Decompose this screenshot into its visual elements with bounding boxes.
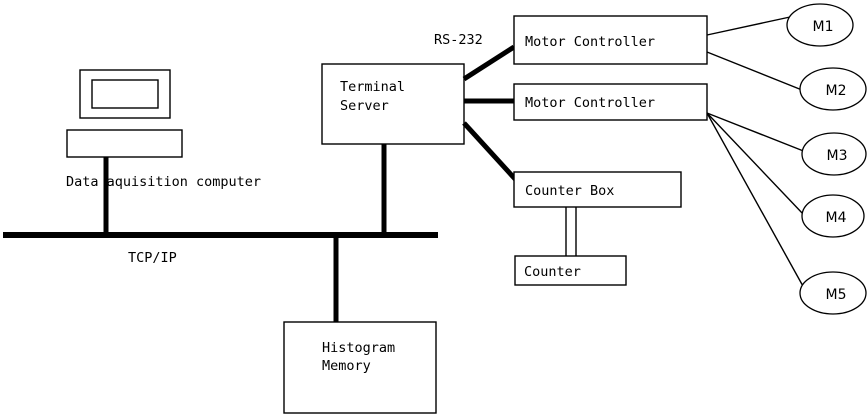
node-histogram-memory[interactable]: Histogram Memory (283, 235, 437, 414)
m4-label: M4 (826, 210, 847, 226)
tcpip-bus-label: TCP/IP (128, 250, 177, 266)
link-motor-controller-2-to-m5 (706, 112, 805, 289)
counter-rect (514, 255, 627, 286)
m4-ellipse (801, 194, 865, 238)
m3-label: M3 (827, 148, 848, 164)
data-acquisition-computer-label: Data aquisition computer (66, 174, 261, 190)
node-motor-m2[interactable]: M2 (799, 67, 867, 111)
link-motor-controller-2-to-m4 (706, 112, 805, 216)
motor-controller-1-label: Motor Controller (525, 34, 655, 50)
counter-box-rect (513, 171, 682, 208)
node-terminal-server[interactable]: Terminal Server (321, 63, 465, 236)
node-counter-box[interactable]: Counter Box (513, 171, 682, 208)
m5-ellipse (799, 271, 867, 315)
histogram-memory-label-line1: Histogram (322, 340, 395, 356)
computer-base-unit (66, 129, 183, 158)
counter-label: Counter (524, 264, 581, 280)
motor-controller-2-label: Motor Controller (525, 95, 655, 111)
link-terminal-server-to-motor-controller-1 (462, 44, 516, 82)
node-motor-controller-1[interactable]: Motor Controller (513, 15, 708, 65)
node-motor-m1[interactable]: M1 (786, 3, 854, 47)
m3-ellipse (801, 132, 867, 176)
terminal-server-label-line1: Terminal (340, 79, 405, 95)
node-motor-controller-2[interactable]: Motor Controller (513, 83, 708, 121)
node-motor-m3[interactable]: M3 (801, 132, 867, 176)
m1-label: M1 (813, 19, 834, 35)
m5-label: M5 (826, 287, 847, 303)
link-terminal-server-to-counter-box (462, 121, 518, 182)
histogram-memory-label-line2: Memory (322, 358, 371, 374)
monitor-screen (91, 79, 159, 109)
link-motor-controller-1-to-m1 (706, 16, 791, 36)
node-counter[interactable]: Counter (514, 255, 627, 286)
motor-controller-1-box (513, 15, 708, 65)
m2-ellipse (799, 67, 867, 111)
node-motor-m4[interactable]: M4 (801, 194, 865, 238)
terminal-server-box (321, 63, 465, 145)
motor-controller-2-box (513, 83, 708, 121)
m1-ellipse (786, 3, 854, 47)
node-data-acquisition-computer[interactable]: Data aquisition computer (66, 69, 261, 236)
link-motor-controller-1-to-m2 (706, 51, 803, 91)
terminal-server-label-line2: Server (340, 98, 389, 114)
link-motor-controller-2-to-m3 (706, 112, 807, 153)
m2-label: M2 (826, 83, 847, 99)
node-motor-m5[interactable]: M5 (799, 271, 867, 315)
histogram-memory-box (283, 321, 437, 414)
rs232-link-label: RS-232 (434, 32, 483, 48)
counter-box-label: Counter Box (525, 183, 614, 199)
